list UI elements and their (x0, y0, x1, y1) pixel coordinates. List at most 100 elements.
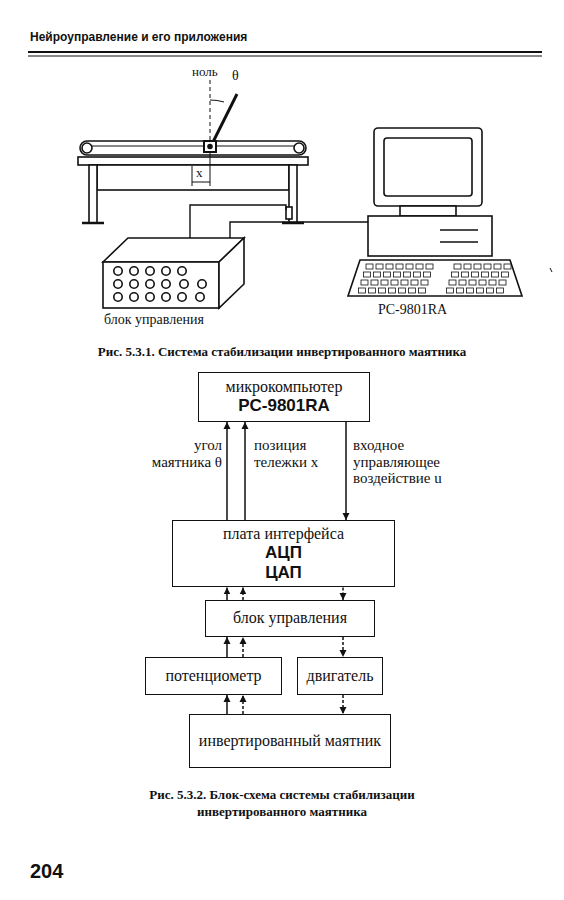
signal-arrow (342, 637, 344, 657)
key-symbol (416, 264, 423, 269)
key-symbol (462, 272, 469, 277)
key-symbol (376, 264, 383, 269)
signal-label: угол маятника θ (130, 437, 224, 470)
key-symbol (414, 272, 421, 277)
key-symbol (381, 280, 388, 285)
key-symbol (459, 280, 466, 285)
box-text: двигатель (307, 667, 374, 685)
box-text: ЦАП (265, 563, 302, 583)
zero-label: ноль (192, 64, 218, 80)
button-symbol (178, 293, 186, 301)
process-box: микрокомпьютерPC-9801RA (198, 372, 370, 422)
box-text: блок управления (233, 609, 347, 627)
key-symbol (419, 288, 426, 293)
key-symbol (426, 264, 433, 269)
key-symbol (366, 264, 373, 269)
key-symbol (361, 280, 368, 285)
signal-arrow (244, 422, 246, 520)
key-symbol (482, 272, 489, 277)
key-symbol (389, 288, 396, 293)
key-symbol (497, 288, 504, 293)
key-symbol (399, 288, 406, 293)
key-symbol (406, 264, 413, 269)
key-symbol (489, 280, 496, 285)
button-symbol (130, 293, 138, 301)
button-symbol (146, 280, 154, 288)
running-header: Нейроуправление и его приложения (30, 30, 247, 44)
key-symbol (404, 272, 411, 277)
process-box: блок управления (205, 600, 375, 637)
key-symbol (364, 272, 371, 277)
key-symbol (371, 280, 378, 285)
figure-caption: Рис. 5.3.1. Система стабилизации инверти… (98, 344, 466, 360)
button-symbol (114, 267, 122, 275)
process-box: двигатель (297, 657, 384, 695)
cables (190, 205, 372, 240)
button-symbol (114, 280, 122, 288)
signal-arrow (242, 695, 244, 714)
control-unit-illustration (103, 238, 244, 308)
part-name: PC-9801RA (378, 302, 447, 318)
key-symbol (421, 280, 428, 285)
key-symbol (369, 288, 376, 293)
button-symbol (178, 267, 186, 275)
button-symbol (130, 267, 138, 275)
key-symbol (411, 280, 418, 285)
key-symbol (472, 272, 479, 277)
key-symbol (469, 280, 476, 285)
button-symbol (114, 293, 122, 301)
box-text: АЦП (265, 543, 302, 563)
key-symbol (386, 264, 393, 269)
key-symbol (499, 280, 506, 285)
key-symbol (464, 264, 471, 269)
key-symbol (492, 272, 499, 277)
header-rules (28, 52, 542, 56)
key-symbol (374, 272, 381, 277)
page-number: 204 (30, 860, 63, 883)
key-symbol (494, 264, 501, 269)
key-symbol (394, 272, 401, 277)
button-symbol (196, 293, 204, 301)
process-box: потенциометр (145, 657, 282, 695)
key-symbol (409, 288, 416, 293)
box-text: потенциометр (165, 667, 261, 685)
process-box: инвертированный маятник (189, 714, 391, 768)
button-symbol (162, 267, 170, 275)
signal-arrow (226, 637, 228, 657)
key-symbol (484, 264, 491, 269)
key-symbol (447, 288, 454, 293)
button-symbol (130, 280, 138, 288)
key-symbol (424, 272, 431, 277)
figure-caption: Рис. 5.3.2. Блок-схема системы стабилиза… (132, 787, 432, 821)
key-symbol (477, 288, 484, 293)
button-symbol (180, 280, 188, 288)
part-name: блок управления (104, 312, 204, 328)
computer-illustration (348, 128, 552, 296)
key-symbol (502, 272, 509, 277)
key-symbol (391, 280, 398, 285)
signal-label: позиция тележки x (252, 437, 336, 470)
position-label: x (196, 165, 203, 181)
key-symbol (454, 264, 461, 269)
signal-arrow (242, 637, 244, 657)
button-symbol (146, 267, 154, 275)
key-symbol (504, 264, 511, 269)
angle-label: θ (232, 68, 239, 84)
signal-arrow (226, 695, 228, 714)
key-symbol (401, 280, 408, 285)
button-symbol (198, 280, 206, 288)
key-symbol (396, 264, 403, 269)
box-text: микрокомпьютер (226, 378, 343, 396)
key-symbol (487, 288, 494, 293)
button-symbol (162, 293, 170, 301)
box-text: инвертированный маятник (199, 732, 381, 750)
key-symbol (359, 288, 366, 293)
key-symbol (457, 288, 464, 293)
signal-arrow (226, 587, 228, 600)
signal-arrow (226, 422, 228, 520)
key-symbol (449, 280, 456, 285)
signal-label: входное управляющее воздействие u (351, 437, 475, 487)
signal-arrow (342, 695, 344, 714)
key-symbol (479, 280, 486, 285)
key-symbol (379, 288, 386, 293)
